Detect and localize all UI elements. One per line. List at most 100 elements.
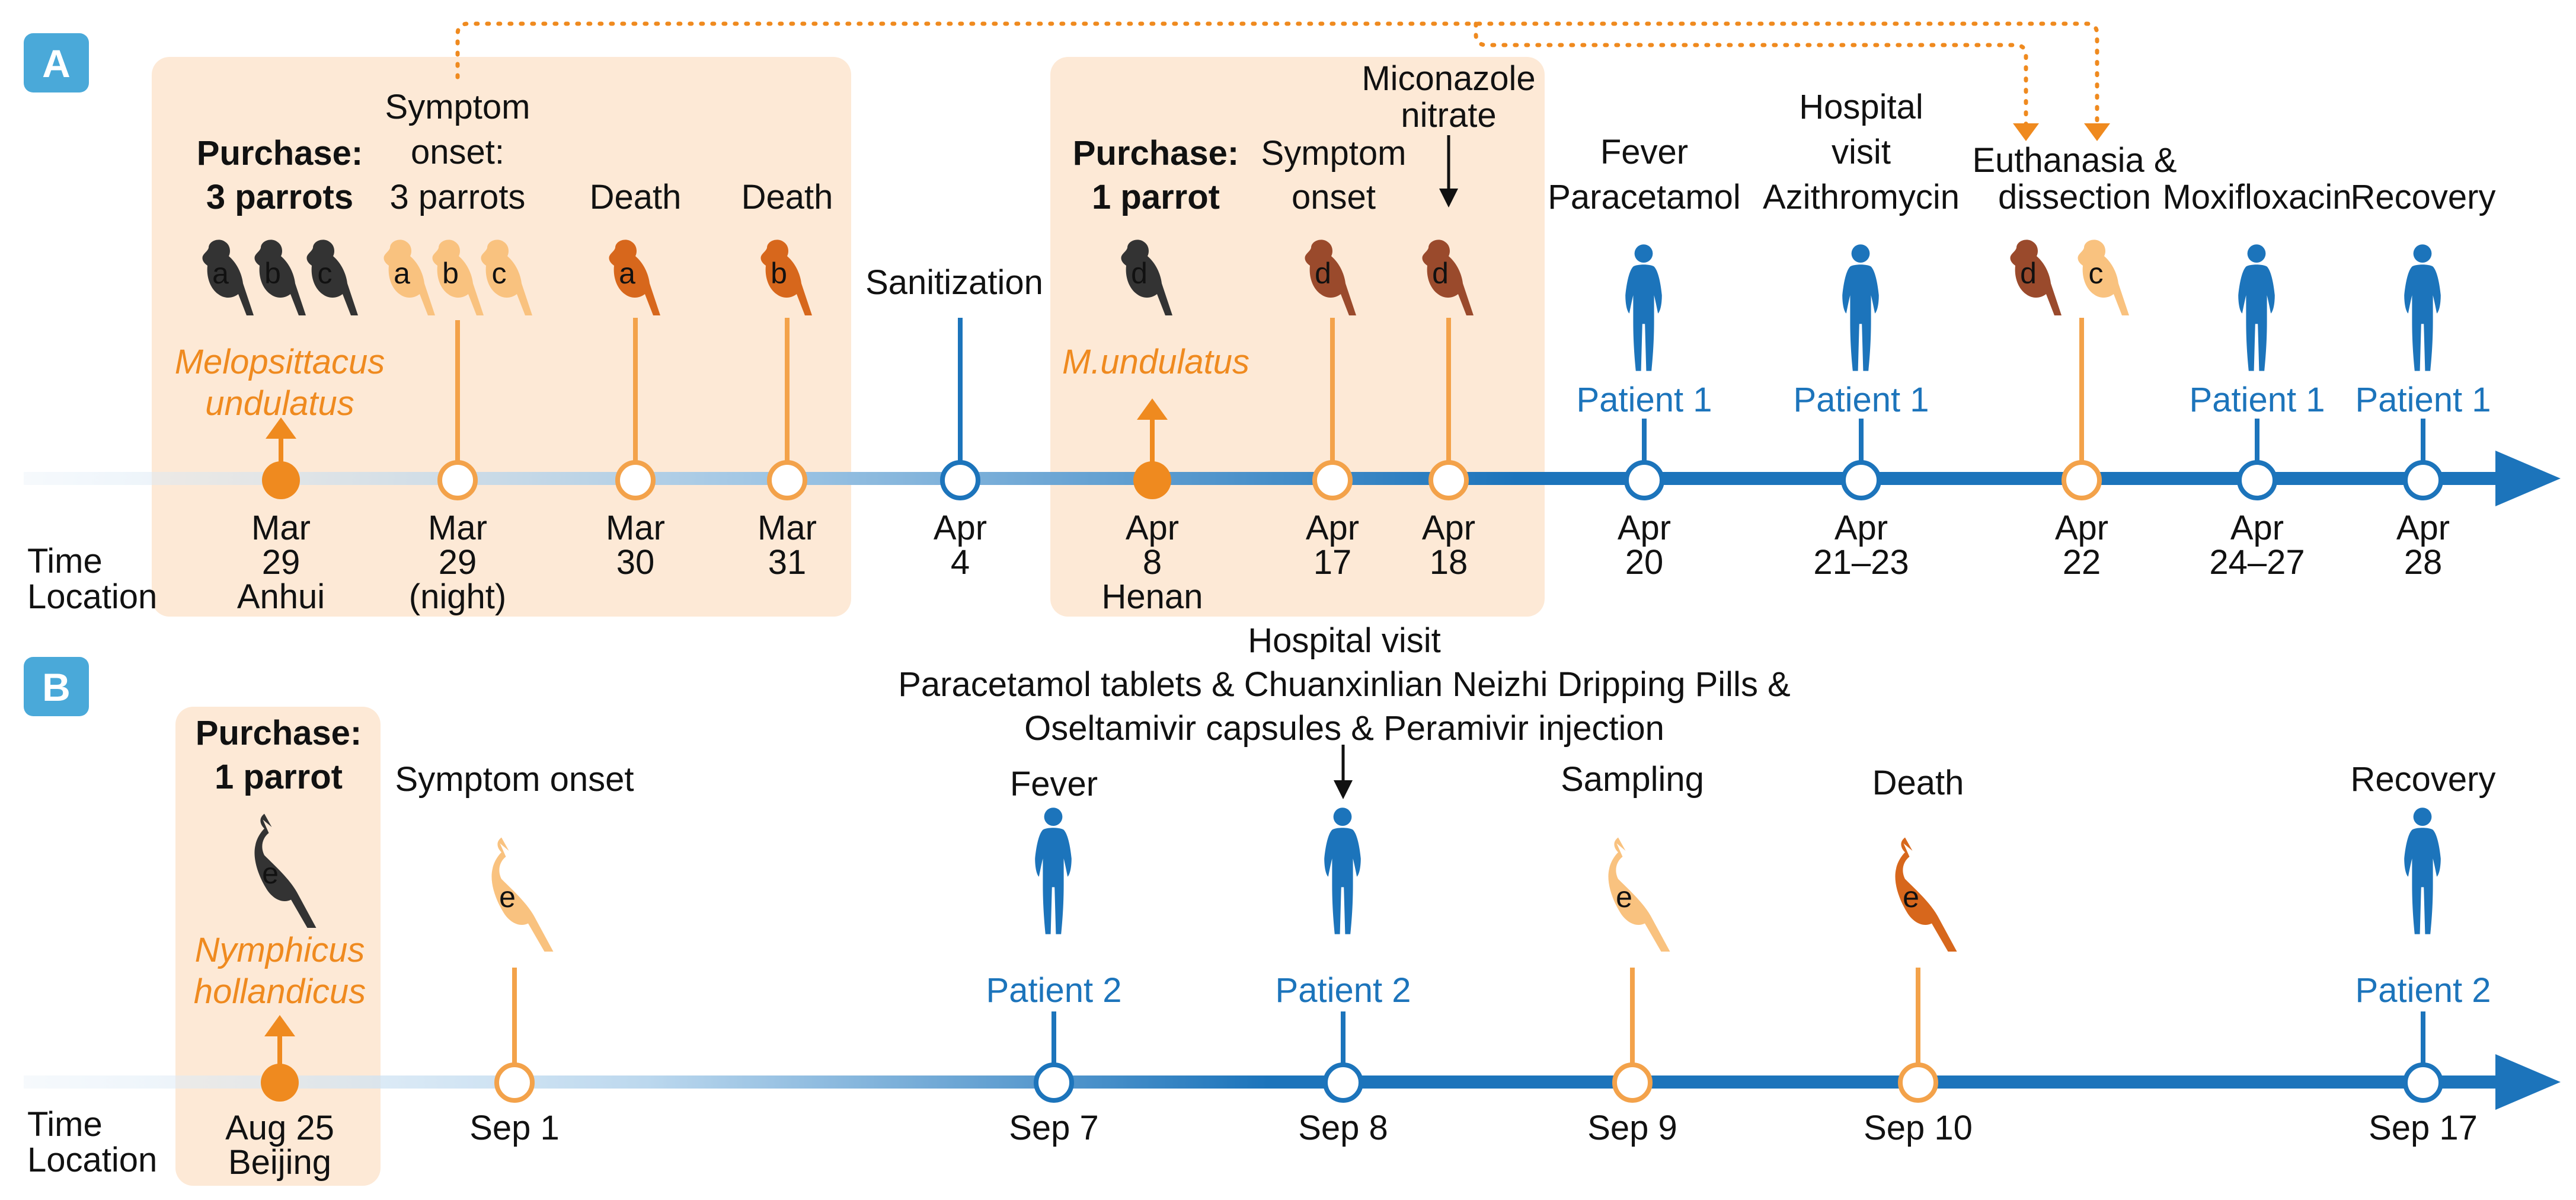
patient-icon (1625, 244, 1662, 371)
svg-text:Mar: Mar (428, 509, 487, 547)
panel-a-label: A (42, 42, 71, 85)
patient-icon (1035, 808, 1072, 934)
svg-text:Hospital: Hospital (1799, 88, 1923, 126)
svg-text:a: a (394, 257, 410, 290)
svg-text:29: 29 (262, 543, 301, 582)
panel-b-badge: B (24, 657, 89, 716)
purchase-label-a2: Purchase: 1 parrot (1073, 134, 1239, 216)
svg-text:Apr: Apr (2055, 509, 2108, 547)
panel-b-label: B (42, 665, 71, 709)
event-marker-euthanasia (2062, 318, 2102, 500)
event-title-symptom-onset-apr17: Symptom onset (1261, 134, 1407, 216)
svg-text:3 parrots: 3 parrots (206, 178, 353, 216)
patient-icon (1324, 808, 1361, 934)
connector-dotted-outer (455, 21, 2099, 127)
svg-text:(night): (night) (409, 577, 506, 616)
event-marker-hospital-apr21 (1841, 419, 1881, 500)
svg-text:Hospital visit: Hospital visit (1248, 621, 1441, 660)
event-marker-death-mar30 (615, 318, 656, 500)
svg-text:Miconazole: Miconazole (1361, 59, 1535, 98)
event-marker-sep17 (2403, 1011, 2443, 1103)
hospital-note-b: Hospital visit Paracetamol tablets & Chu… (898, 621, 1791, 748)
row-labels-a: Time Location (27, 542, 157, 616)
patient-label: Patient 2 (986, 971, 1122, 1010)
svg-text:Apr: Apr (934, 509, 987, 547)
patient-label: Patient 1 (2356, 381, 2491, 419)
parrot-icon: b (760, 240, 812, 315)
svg-text:18: 18 (1430, 543, 1468, 582)
parrot-icon: d (1121, 240, 1172, 315)
event-title-death-mar31: Death (742, 178, 833, 216)
svg-text:Henan: Henan (1102, 577, 1203, 616)
svg-text:Melopsittacus: Melopsittacus (175, 343, 385, 381)
date-label-a-apr24: Apr 24–27 (2209, 509, 2305, 582)
date-label-a-apr4: Apr 4 (934, 509, 987, 582)
svg-text:20: 20 (1625, 543, 1664, 582)
svg-text:Azithromycin: Azithromycin (1763, 178, 1960, 216)
panel-a-badge: A (24, 33, 89, 92)
svg-text:hollandicus: hollandicus (194, 972, 366, 1011)
svg-text:30: 30 (616, 543, 655, 582)
event-title-sep10: Death (1872, 764, 1964, 802)
parrot-icon: b (432, 240, 484, 315)
date-label-b-sep9: Sep 9 (1587, 1109, 1677, 1147)
svg-text:onset: onset (1292, 178, 1376, 216)
event-marker-sanitization (940, 318, 980, 500)
event-title-hospital-apr21: Hospital visit Azithromycin (1763, 88, 1960, 216)
purchase-label-b: Purchase: 1 parrot (196, 714, 362, 796)
event-title-fever-apr20: Fever Paracetamol (1548, 133, 1741, 216)
svg-text:Time: Time (27, 542, 103, 580)
event-marker-moxifloxacin (2237, 419, 2277, 500)
svg-text:e: e (499, 880, 516, 914)
date-label-b-sep7: Sep 7 (1009, 1109, 1099, 1147)
event-marker-fever-apr20 (1624, 419, 1664, 500)
svg-text:Apr: Apr (1126, 509, 1179, 547)
svg-text:e: e (1903, 880, 1919, 914)
date-label-b-sep8: Sep 8 (1298, 1109, 1388, 1147)
species-label-a2: M.undulatus (1062, 343, 1249, 381)
date-label-a-apr18: Apr 18 (1422, 509, 1475, 582)
svg-text:Location: Location (27, 577, 157, 616)
date-label-a-apr21: Apr 21–23 (1813, 509, 1909, 582)
parrot-icon: a (202, 240, 254, 315)
parrot-icon: d (1305, 240, 1356, 315)
date-label-b-aug25: Aug 25 Beijing (225, 1109, 334, 1182)
svg-text:Apr: Apr (1618, 509, 1671, 547)
svg-text:Oseltamivir capsules & Peramiv: Oseltamivir capsules & Peramivir injecti… (1024, 709, 1664, 748)
event-title-euthanasia: Euthanasia & dissection (1972, 141, 2177, 216)
svg-text:Location: Location (27, 1141, 157, 1179)
svg-text:1 parrot: 1 parrot (215, 758, 343, 796)
event-title-moxifloxacin: Moxifloxacin (2162, 178, 2351, 216)
patient-icon (2238, 244, 2275, 371)
cockatiel-icon: e (1895, 837, 1957, 952)
svg-text:Symptom: Symptom (385, 88, 530, 126)
svg-text:b: b (264, 257, 281, 290)
svg-text:e: e (262, 857, 279, 890)
timeline-b (24, 1054, 2561, 1110)
svg-text:8: 8 (1143, 543, 1162, 582)
svg-text:Aug 25: Aug 25 (225, 1109, 334, 1147)
svg-text:28: 28 (2404, 543, 2443, 582)
patient-label: Patient 2 (2356, 971, 2491, 1010)
svg-text:Apr: Apr (1834, 509, 1888, 547)
purchase-marker-a1 (262, 417, 300, 499)
svg-text:Apr: Apr (2396, 509, 2450, 547)
date-label-a-apr22: Apr 22 (2055, 509, 2108, 582)
date-label-a-mar30: Mar 30 (606, 509, 665, 582)
cockatiel-icon: e (254, 813, 317, 928)
svg-text:Nymphicus: Nymphicus (195, 931, 365, 969)
purchase-label-a1: Purchase: 3 parrots (197, 134, 363, 216)
event-title-sep7: Fever (1010, 765, 1098, 803)
patient-icon (2404, 808, 2441, 934)
purchase-marker-b (261, 1015, 299, 1102)
event-title-miconazole: Miconazole nitrate (1361, 59, 1535, 135)
svg-text:Euthanasia &: Euthanasia & (1972, 141, 2177, 180)
svg-text:3 parrots: 3 parrots (390, 178, 526, 216)
patient-icon (1842, 244, 1879, 371)
svg-text:Purchase:: Purchase: (1073, 134, 1239, 173)
svg-text:d: d (1131, 257, 1148, 290)
species-label-b: Nymphicus hollandicus (194, 931, 366, 1011)
purchase-marker-a2 (1133, 398, 1171, 499)
event-marker-recovery-a (2403, 419, 2443, 500)
svg-text:Time: Time (27, 1105, 103, 1144)
